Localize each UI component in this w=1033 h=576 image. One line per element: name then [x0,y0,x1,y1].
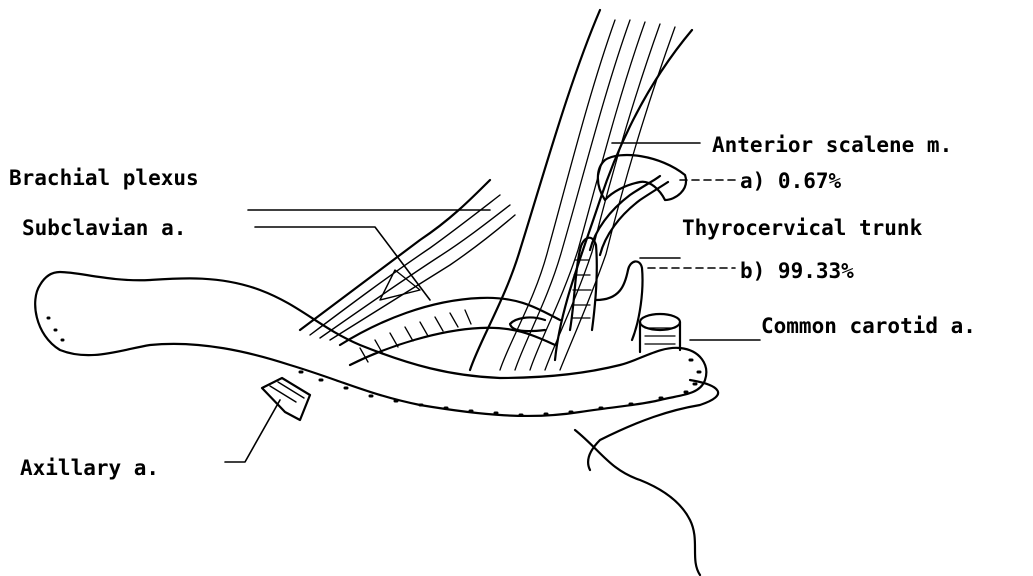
axillary-artery [262,378,310,420]
clavicle [35,272,706,416]
label-variant-a: a) 0.67% [740,171,841,192]
thoracic-outline [575,430,700,575]
label-brachial-plexus: Brachial plexus [9,168,199,189]
thoracic-outline-2 [588,380,718,470]
label-anterior-scalene: Anterior scalene m. [712,135,952,156]
label-axillary: Axillary a. [20,458,159,479]
label-variant-b: b) 99.33% [740,261,854,282]
brachial-plexus [300,180,515,340]
label-subclavian: Subclavian a. [22,218,186,239]
label-common-carotid: Common carotid a. [761,316,976,337]
label-thyrocervical: Thyrocervical trunk [682,218,922,239]
common-carotid [640,314,680,352]
